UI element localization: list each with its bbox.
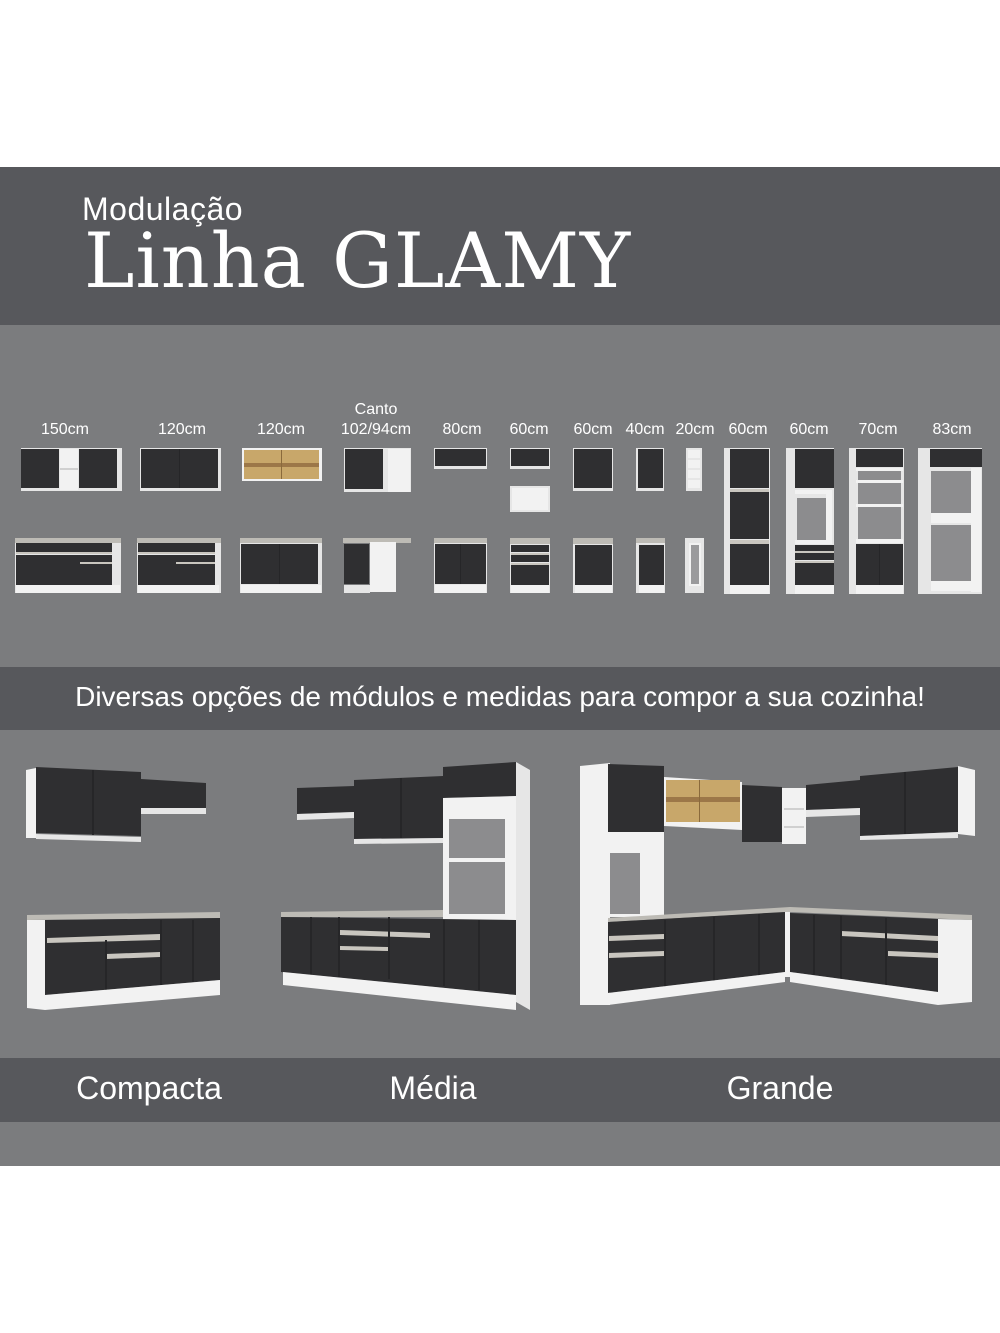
module-20-lower (685, 538, 704, 593)
kitchen-grande-illustration (580, 763, 975, 1005)
module-label-canto-line2: 102/94cm (340, 421, 412, 438)
module-label: 70cm (858, 421, 898, 438)
module-60-drawers-lower (510, 538, 550, 593)
kitchen-media-illustration (281, 762, 530, 1010)
module-label: 20cm (675, 421, 715, 438)
header-band: Modulação Linha GLAMY (0, 167, 1000, 325)
module-20-upper (686, 448, 702, 491)
tagline-band: Diversas opções de módulos e medidas par… (0, 667, 1000, 730)
module-label: 120cm (256, 421, 306, 438)
module-120-glass-upper (242, 448, 322, 481)
module-label: 60cm (573, 421, 613, 438)
module-120b-lower (240, 538, 322, 593)
module-70-tall (849, 448, 904, 594)
module-60b-upper (573, 448, 613, 491)
kitchen-compacta-illustration (26, 767, 220, 1010)
label-grande: Grande (726, 1070, 834, 1106)
module-label: 120cm (157, 421, 207, 438)
module-40-upper (636, 448, 664, 491)
module-60-tall (724, 448, 770, 594)
module-label: 150cm (40, 421, 90, 438)
module-83-tall (918, 448, 982, 594)
module-label: 60cm (728, 421, 768, 438)
module-80-upper (434, 448, 487, 469)
kitchen-size-labels-band: Compacta Média Grande (0, 1058, 1000, 1122)
module-canto-upper (344, 448, 411, 492)
module-60-upper (510, 448, 550, 512)
label-compacta: Compacta (76, 1070, 222, 1106)
module-label: 40cm (625, 421, 665, 438)
label-media: Média (389, 1070, 477, 1106)
module-canto-lower (343, 538, 411, 593)
module-label: 60cm (789, 421, 829, 438)
module-150-upper (21, 448, 122, 491)
module-label: 60cm (509, 421, 549, 438)
module-120-lower (137, 538, 221, 593)
module-label: 83cm (932, 421, 972, 438)
module-label-canto-line1: Canto (354, 401, 398, 418)
module-label: 80cm (442, 421, 482, 438)
header-title: Linha GLAMY (84, 216, 632, 305)
tagline-text: Diversas opções de módulos e medidas par… (75, 681, 925, 712)
module-150-lower (15, 538, 121, 593)
module-60-oven-tall (786, 448, 834, 594)
module-120-upper (140, 448, 221, 491)
header-subtitle: Modulação (82, 191, 244, 227)
module-60-door-lower (573, 538, 613, 593)
module-40-lower (636, 538, 665, 593)
module-80-lower (434, 538, 487, 593)
